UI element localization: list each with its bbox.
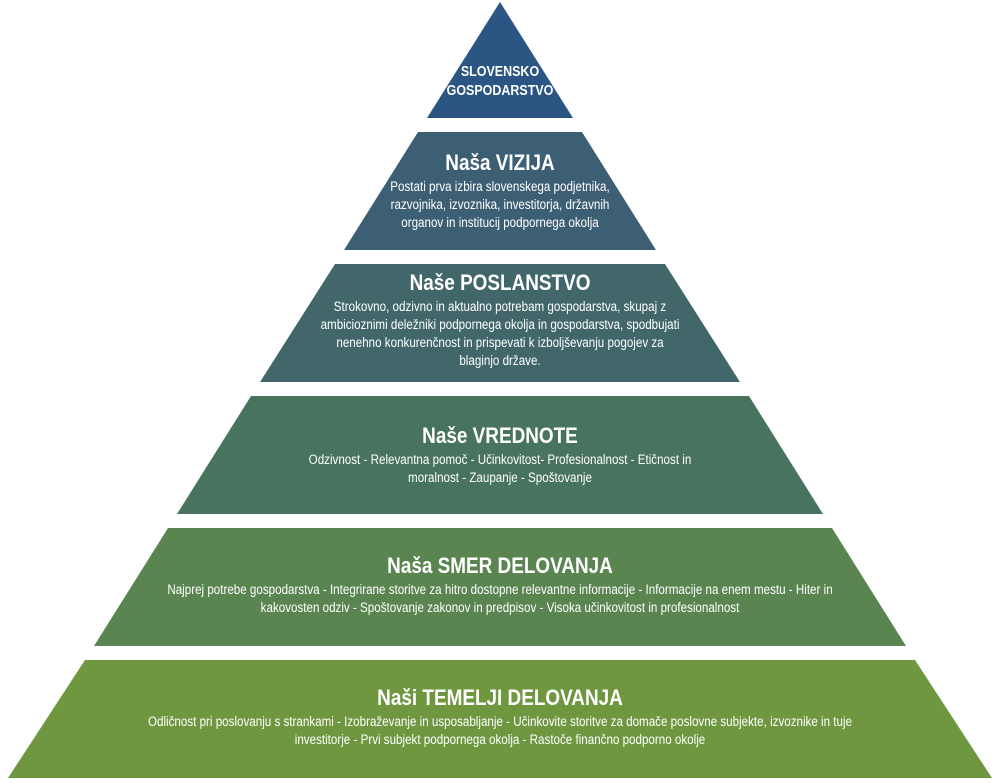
tier-foundations-title: Naši TEMELJI DELOVANJA — [377, 685, 623, 710]
tier-direction-title: Naša SMER DELOVANJA — [387, 553, 613, 578]
tier-direction-desc: Najprej potrebe gospodarstva - Integrira… — [167, 582, 833, 615]
tier-mission-title: Naše POSLANSTVO — [409, 270, 591, 295]
tier-shape-values — [177, 396, 823, 514]
tier-values: Naše VREDNOTE Odzivnost - Relevantna pom… — [70, 423, 930, 487]
tier-shape-mission — [260, 264, 740, 382]
tier-mission: Naše POSLANSTVO Strokovno, odzivno in ak… — [70, 270, 930, 370]
tier-mission-desc: Strokovno, odzivno in aktualno potrebam … — [320, 299, 680, 368]
tier-vision: Naša VIZIJA Postati prva izbira slovensk… — [70, 150, 930, 232]
tier-vision-title: Naša VIZIJA — [445, 150, 555, 175]
tier-shape-vision — [344, 132, 656, 250]
tier-values-title: Naše VREDNOTE — [422, 423, 578, 448]
tier-direction: Naša SMER DELOVANJA Najprej potrebe gosp… — [70, 553, 930, 617]
tier-apex: SLOVENSKO GOSPODARSTVO — [70, 63, 930, 101]
tier-shape-direction — [94, 528, 906, 646]
tier-foundations: Naši TEMELJI DELOVANJA Odličnost pri pos… — [70, 685, 930, 749]
tier-apex-title: SLOVENSKO GOSPODARSTVO — [446, 64, 554, 99]
tier-shape-apex — [427, 2, 573, 118]
tier-vision-desc: Postati prva izbira slovenskega podjetni… — [390, 179, 610, 230]
tier-shape-foundations — [8, 660, 992, 778]
tier-values-desc: Odzivnost - Relevantna pomoč - Učinkovit… — [308, 452, 692, 485]
tier-foundations-desc: Odličnost pri poslovanju s strankami - I… — [147, 714, 853, 747]
